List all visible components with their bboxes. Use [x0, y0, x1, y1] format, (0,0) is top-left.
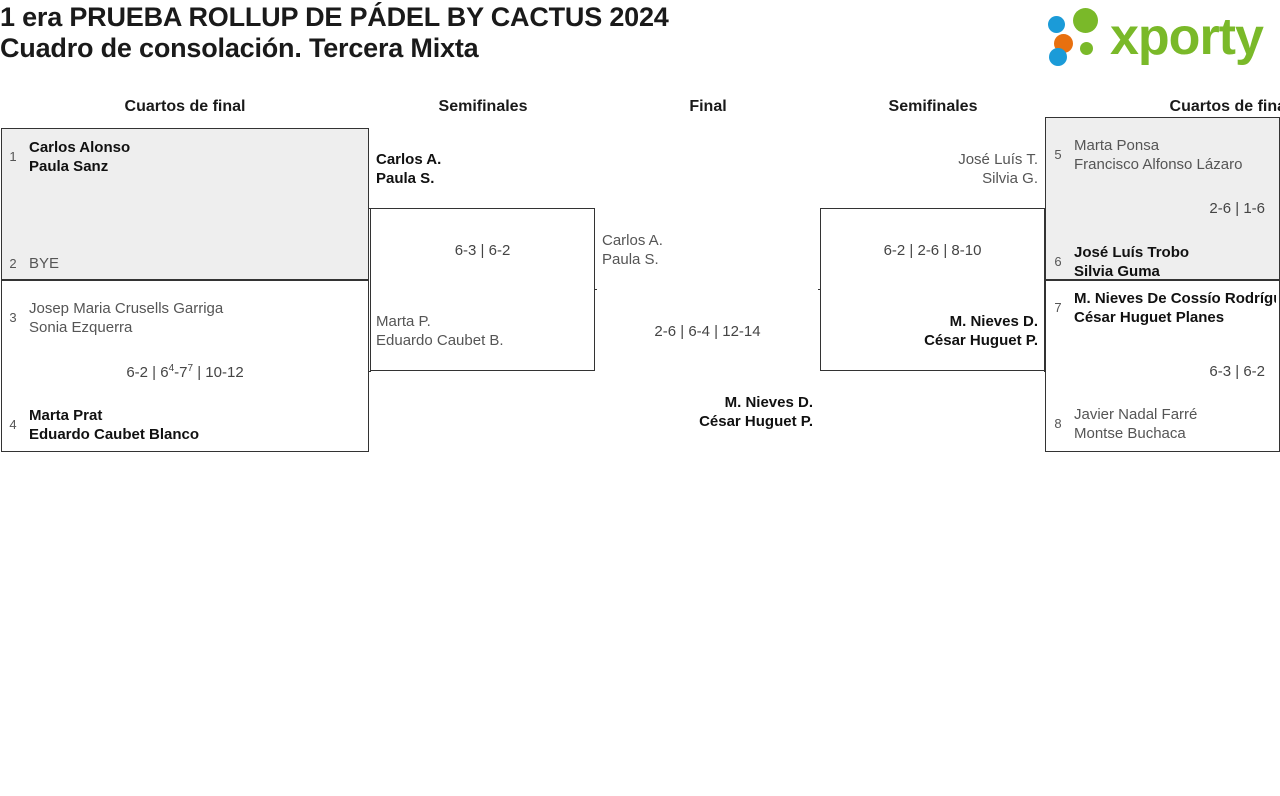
- player-name: Montse Buchaca: [1074, 425, 1186, 442]
- bracket-connector: [369, 371, 371, 372]
- entry-qf-right-2-bottom[interactable]: 8 Javier Nadal Farré Montse Buchaca: [1050, 405, 1276, 443]
- seed-number: 2: [9, 256, 17, 271]
- score-sf-right: 6-2 | 2-6 | 8-10: [883, 242, 982, 259]
- seed-number: 4: [9, 417, 17, 432]
- xporty-logo: xporty: [1048, 4, 1280, 70]
- player-name: Marta P.: [376, 313, 431, 330]
- entry-qf-left-1-top[interactable]: 1 Carlos Alonso Paula Sanz: [5, 138, 355, 176]
- title-block: 1 era PRUEBA ROLLUP DE PÁDEL BY CACTUS 2…: [0, 2, 1000, 64]
- page-header: 1 era PRUEBA ROLLUP DE PÁDEL BY CACTUS 2…: [0, 0, 1280, 80]
- tournament-title: 1 era PRUEBA ROLLUP DE PÁDEL BY CACTUS 2…: [0, 2, 669, 32]
- score-qf-right-1: 2-6 | 1-6: [1209, 200, 1265, 217]
- player-name: Marta Prat: [29, 407, 103, 424]
- round-header-qf-left: Cuartos de final: [124, 98, 246, 115]
- seed-number: 7: [1054, 300, 1062, 315]
- player-name: Eduardo Caubet Blanco: [29, 426, 200, 443]
- entry-sf-left-top[interactable]: Carlos A. Paula S.: [376, 150, 596, 188]
- bracket-connector: [595, 289, 597, 290]
- match-box-qf-left-2[interactable]: [1, 280, 369, 452]
- player-name: M. Nieves De Cossío Rodrígu: [1074, 290, 1276, 307]
- player-name: Carlos A.: [602, 232, 663, 249]
- seed-number: 1: [9, 149, 17, 164]
- score-final: 2-6 | 6-4 | 12-14: [654, 323, 761, 340]
- logo-dots-icon: [1048, 8, 1110, 66]
- score-qf-right-2: 6-3 | 6-2: [1209, 363, 1265, 380]
- player-name: Paula S.: [376, 170, 435, 187]
- player-name: M. Nieves D.: [724, 394, 813, 411]
- seed-number: 5: [1054, 147, 1062, 162]
- player-name: Josep Maria Crusells Garriga: [29, 300, 224, 317]
- round-header-sf-right: Semifinales: [888, 98, 978, 115]
- bracket-subtitle: Cuadro de consolación. Tercera Mixta: [0, 33, 479, 63]
- player-name: Paula Sanz: [29, 158, 109, 175]
- player-name: M. Nieves D.: [949, 313, 1038, 330]
- match-box-qf-right-1[interactable]: [1045, 117, 1280, 280]
- player-name: Silvia Guma: [1074, 263, 1160, 280]
- entry-sf-right-top[interactable]: José Luís T. Silvia G.: [825, 150, 1038, 188]
- entry-qf-right-1-top[interactable]: 5 Marta Ponsa Francisco Alfonso Lázaro: [1050, 136, 1276, 174]
- player-name: Silvia G.: [982, 170, 1038, 187]
- player-name: José Luís Trobo: [1074, 244, 1190, 261]
- round-header-final: Final: [689, 98, 727, 115]
- player-name: César Huguet P.: [924, 332, 1038, 349]
- entry-final-top[interactable]: Carlos A. Paula S.: [602, 231, 812, 269]
- entry-sf-left-bottom[interactable]: Marta P. Eduardo Caubet B.: [376, 312, 591, 350]
- entry-qf-left-2-top[interactable]: 3 Josep Maria Crusells Garriga Sonia Ezq…: [5, 299, 355, 337]
- player-name: César Huguet P.: [699, 413, 813, 430]
- player-name: BYE: [29, 255, 60, 272]
- entry-qf-right-1-bottom[interactable]: 6 José Luís Trobo Silvia Guma: [1050, 243, 1276, 281]
- player-name: Marta Ponsa: [1074, 137, 1160, 154]
- seed-number: 8: [1054, 416, 1062, 431]
- player-name: Sonia Ezquerra: [29, 319, 133, 336]
- entry-qf-left-1-bottom[interactable]: 2 BYE: [5, 254, 355, 273]
- bracket-connector: [818, 289, 820, 290]
- entry-qf-right-2-top[interactable]: 7 M. Nieves De Cossío Rodrígu César Hugu…: [1050, 289, 1276, 327]
- entry-sf-right-bottom[interactable]: M. Nieves D. César Huguet P.: [825, 312, 1038, 350]
- match-box-sf-right[interactable]: [820, 208, 1045, 371]
- score-sf-left: 6-3 | 6-2: [454, 242, 511, 259]
- player-name: Carlos A.: [376, 151, 442, 168]
- player-name: Francisco Alfonso Lázaro: [1074, 156, 1243, 173]
- match-box-qf-left-1[interactable]: [1, 128, 369, 280]
- player-name: César Huguet Planes: [1074, 309, 1225, 326]
- entry-final-bottom[interactable]: M. Nieves D. César Huguet P.: [603, 393, 813, 431]
- round-header-qf-right: Cuartos de final: [1169, 98, 1280, 115]
- player-name: Paula S.: [602, 251, 659, 268]
- player-name: José Luís T.: [958, 151, 1038, 168]
- seed-number: 6: [1054, 254, 1062, 269]
- player-name: Javier Nadal Farré: [1074, 406, 1198, 423]
- player-name: Eduardo Caubet B.: [376, 332, 504, 349]
- seed-number: 3: [9, 310, 17, 325]
- match-box-sf-left[interactable]: [370, 208, 595, 371]
- score-qf-left-2: 6-2 | 64-77 | 10-12: [126, 363, 244, 382]
- logo-wordmark: xporty: [1110, 8, 1264, 66]
- entry-qf-left-2-bottom[interactable]: 4 Marta Prat Eduardo Caubet Blanco: [5, 406, 355, 444]
- round-header-sf-left: Semifinales: [438, 98, 528, 115]
- player-name: Carlos Alonso: [29, 139, 131, 156]
